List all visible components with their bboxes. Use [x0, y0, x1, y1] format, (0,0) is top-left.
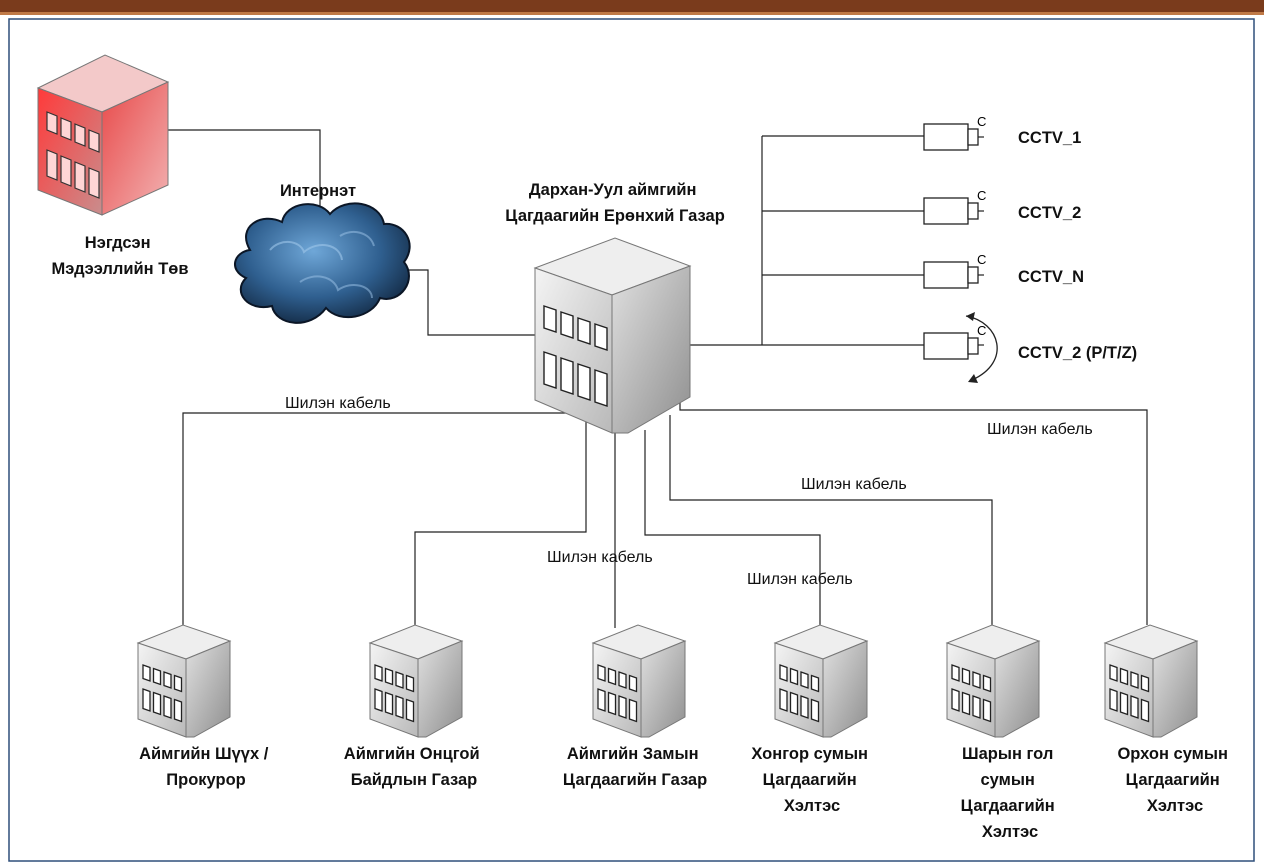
court-label: Аймгийн Шүүх / Прокурор — [139, 745, 273, 789]
traffic-label: Аймгийн Замын Цагдаагийн Газар — [563, 745, 707, 789]
inner-frame — [8, 18, 1255, 862]
emergency-label: Аймгийн Онцгой Байдлын Газар — [344, 745, 484, 789]
center-building[interactable] — [533, 237, 692, 434]
connections — [100, 129, 1148, 628]
cable-label-khongor: Шилэн кабель — [747, 571, 853, 588]
cctv-2-label: CCTV_2 — [1018, 204, 1081, 222]
sharyn-gol-label: Шарын гол сумын Цагдаагийн Хэлтэс — [961, 745, 1060, 841]
ptz-rotation-arrow — [965, 315, 998, 381]
cctv-ptz-label: CCTV_2 (P/T/Z) — [1018, 344, 1137, 362]
cctv-n-label: CCTV_N — [1018, 268, 1084, 286]
top-border-dark — [0, 0, 1264, 12]
data-center-building[interactable] — [36, 54, 170, 216]
line-orkhon — [679, 400, 1148, 625]
cable-label-sharyn: Шилэн кабель — [801, 476, 907, 493]
svg-text:C: C — [977, 114, 986, 129]
cctv-1-icon[interactable]: C — [923, 114, 986, 151]
internet-label: Интернэт — [280, 182, 356, 200]
khongor-label: Хонгор сумын Цагдаагийн Хэлтэс — [751, 745, 872, 815]
cctv-2-icon[interactable]: C — [923, 188, 986, 225]
line-court — [182, 410, 581, 625]
cable-label-mid: Шилэн кабель — [547, 549, 653, 566]
line-khongor — [644, 430, 821, 628]
court-building[interactable] — [136, 624, 232, 738]
cable-label-orkhon: Шилэн кабель — [987, 421, 1093, 438]
top-border-light — [0, 12, 1264, 15]
svg-text:C: C — [977, 323, 986, 338]
cctv-1-label: CCTV_1 — [1018, 129, 1081, 147]
orkhon-label: Орхон сумын Цагдаагийн Хэлтэс — [1117, 745, 1232, 815]
cctv-n-icon[interactable]: C — [923, 252, 986, 289]
khongor-building[interactable] — [773, 624, 869, 738]
data-center-label: Нэгдсэн Мэдээллийн Төв — [51, 234, 188, 278]
bottom-buildings — [136, 624, 1199, 738]
svg-text:C: C — [977, 252, 986, 267]
orkhon-building[interactable] — [1103, 624, 1199, 738]
line-emergency — [414, 420, 587, 628]
svg-text:C: C — [977, 188, 986, 203]
center-label: Дархан-Уул аймгийн Цагдаагийн Ерөнхий Га… — [505, 181, 725, 225]
line-sharyn — [669, 415, 993, 628]
internet-cloud-icon[interactable] — [234, 202, 411, 324]
line-internet-center — [408, 269, 535, 336]
emergency-building[interactable] — [368, 624, 464, 738]
traffic-building[interactable] — [591, 624, 687, 738]
sharyn-gol-building[interactable] — [945, 624, 1041, 738]
cable-label-left: Шилэн кабель — [285, 395, 391, 412]
cctv-ptz-icon[interactable]: C — [923, 312, 998, 383]
